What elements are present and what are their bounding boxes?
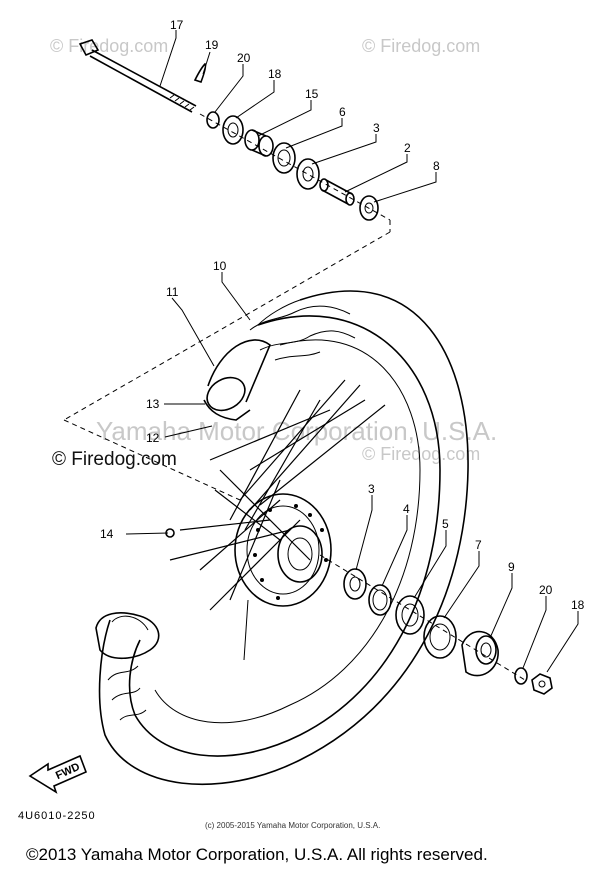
callout-4: 4 [403, 502, 410, 516]
callout-14: 14 [100, 527, 114, 541]
oil-seal-bottom-part [395, 595, 425, 635]
axle-nut-top-part [222, 115, 244, 145]
callout-9: 9 [508, 560, 515, 574]
tire-and-rim-part [95, 290, 469, 786]
spacer-part [319, 178, 355, 206]
watermark-middle-left: © Firedog.com [52, 449, 177, 470]
callout-3-bottom: 3 [368, 482, 375, 496]
tube-part [206, 339, 271, 412]
callout-20-bottom: 20 [539, 583, 553, 597]
leader-lines [125, 30, 579, 673]
hub-and-disc-part [234, 493, 332, 607]
bearing-bottom-part [343, 568, 367, 600]
fwd-arrow-icon: FWD [28, 754, 88, 794]
oil-seal-top-part [272, 142, 296, 174]
spacer-flange-part [359, 195, 379, 221]
callout-18-top: 18 [268, 67, 282, 81]
callout-5: 5 [442, 517, 449, 531]
callout-7: 7 [475, 538, 482, 552]
watermark-middle-right: © Firedog.com [362, 444, 480, 464]
callout-13: 13 [146, 397, 160, 411]
fwd-label: FWD [54, 761, 82, 782]
callout-20-top: 20 [237, 51, 251, 65]
copyright-footer: ©2013 Yamaha Motor Corporation, U.S.A. A… [26, 845, 488, 864]
callout-17: 17 [170, 18, 184, 32]
washer-top-part [206, 111, 220, 129]
axis-line-bottom [319, 554, 526, 681]
watermark-top-left: © Firedog.com [50, 36, 168, 56]
callout-15: 15 [305, 87, 319, 101]
meter-gear-part [423, 615, 457, 659]
callout-11: 11 [166, 285, 179, 299]
axis-line-top [199, 113, 391, 221]
callout-18-bottom: 18 [571, 598, 585, 612]
meter-gear-unit-part [461, 630, 499, 677]
spokes-part [169, 379, 386, 611]
callout-6: 6 [339, 105, 346, 119]
callout-2: 2 [404, 141, 411, 155]
watermark-top-right: © Firedog.com [362, 36, 480, 56]
axis-line-upper-diag [63, 231, 391, 421]
callout-10: 10 [213, 259, 227, 273]
collar-part [244, 129, 274, 157]
circlip-part [368, 584, 392, 616]
callout-3-top: 3 [373, 121, 380, 135]
callout-19: 19 [205, 38, 219, 52]
cotter-pin-part [193, 62, 207, 84]
small-copyright-text: (c) 2005-2015 Yamaha Motor Corporation, … [205, 821, 381, 830]
diagram-code: 4U6010-2250 [18, 810, 96, 822]
callout-12: 12 [146, 431, 160, 445]
bearing-top-part [296, 158, 320, 190]
washer-bottom-part [514, 667, 528, 685]
axle-part [78, 39, 197, 113]
rim-band-part [203, 399, 251, 421]
callout-8: 8 [433, 159, 440, 173]
axle-nut-bottom-part [531, 673, 553, 695]
